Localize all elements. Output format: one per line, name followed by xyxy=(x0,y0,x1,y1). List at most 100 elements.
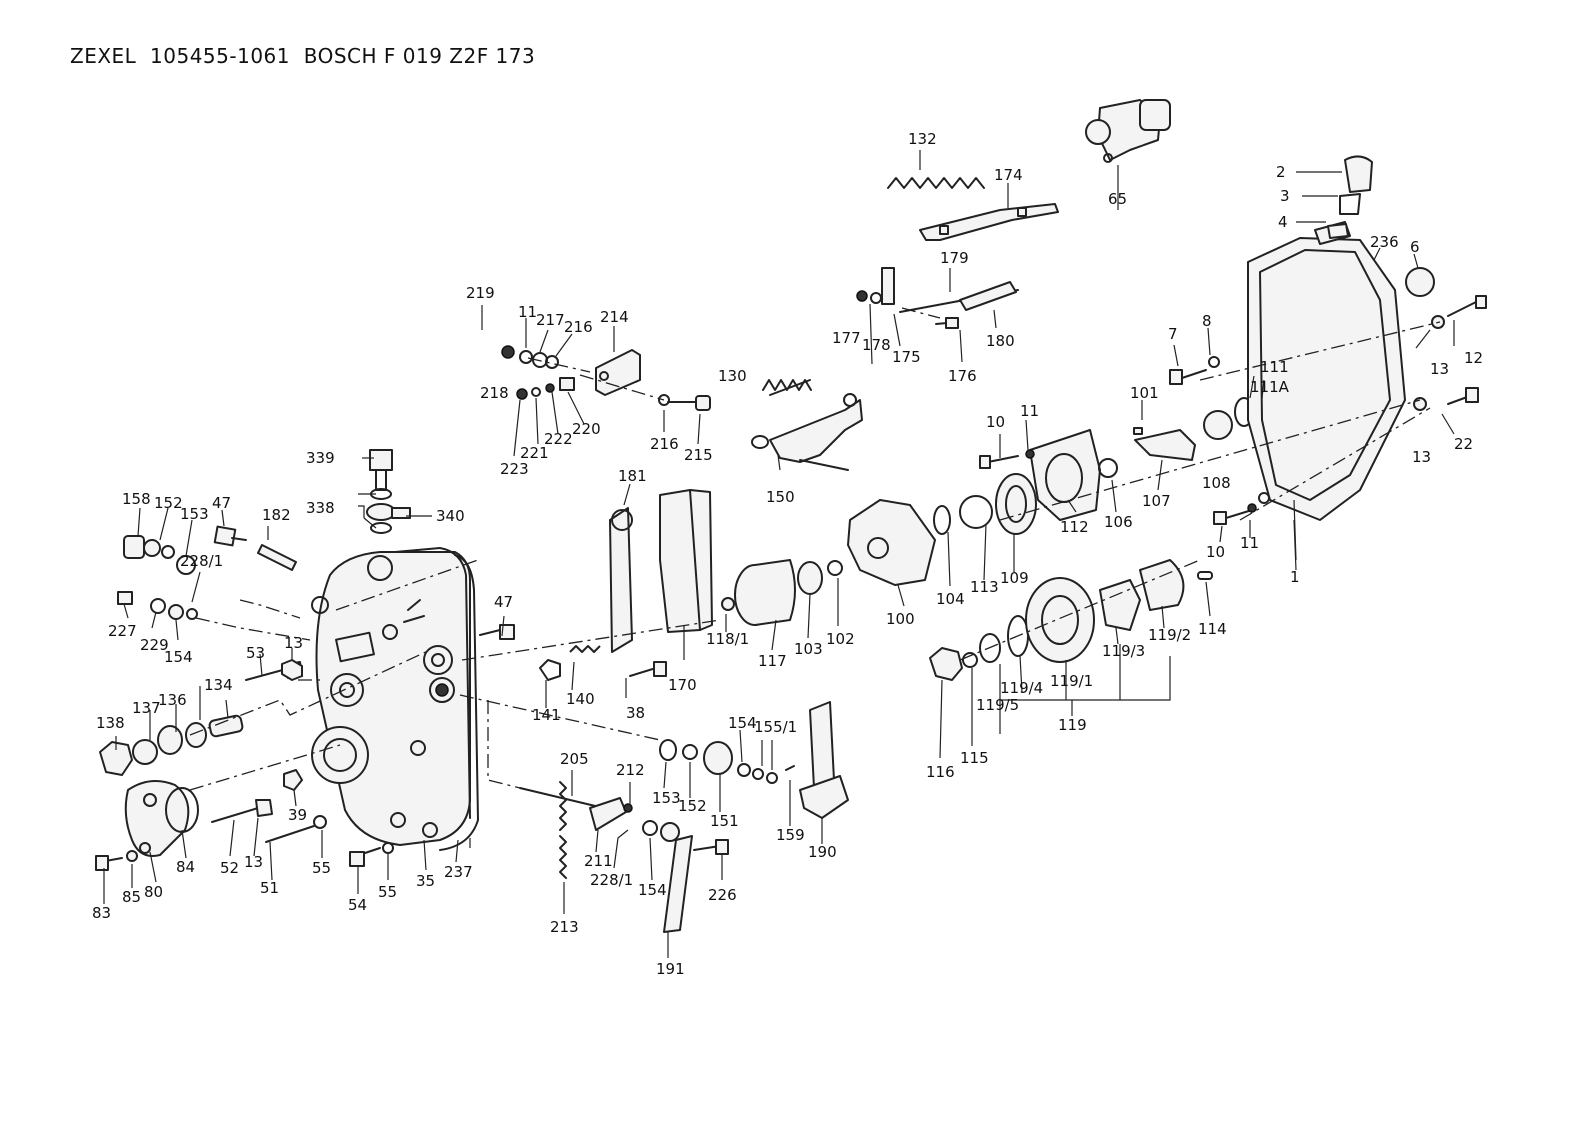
part-label: 154 xyxy=(638,881,667,899)
part-label: 35 xyxy=(416,872,435,890)
part-label: 83 xyxy=(92,904,111,922)
part-label: 228/1 xyxy=(590,871,633,889)
part-label: 119/5 xyxy=(976,696,1019,714)
part-label: 119/3 xyxy=(1102,642,1145,660)
part-label: 54 xyxy=(348,896,367,914)
part-label: 151 xyxy=(710,812,739,830)
part-label: 216 xyxy=(650,435,679,453)
sensor-65 xyxy=(1085,99,1171,163)
part-label: 170 xyxy=(668,676,697,694)
part-label: 138 xyxy=(96,714,125,732)
part-label: 339 xyxy=(306,449,335,467)
part-label: 108 xyxy=(1202,474,1231,492)
banjo-bolt-assembly xyxy=(366,449,411,534)
part-label: 13 xyxy=(1412,448,1431,466)
part-label: 177 xyxy=(832,329,861,347)
part-label: 228/1 xyxy=(180,552,223,570)
part-label: 101 xyxy=(1130,384,1159,402)
part-label: 65 xyxy=(1108,190,1127,208)
part-label: 119/1 xyxy=(1050,672,1093,690)
part-label: 338 xyxy=(306,499,335,517)
part-label: 137 xyxy=(132,699,161,717)
part-label: 116 xyxy=(926,763,955,781)
part-label: 130 xyxy=(718,367,747,385)
part-label: 84 xyxy=(176,858,195,876)
shaft-179-180 xyxy=(856,267,1019,329)
part-label: 218 xyxy=(480,384,509,402)
part-label: 154 xyxy=(164,648,193,666)
part-label: 109 xyxy=(1000,569,1029,587)
part-label: 227 xyxy=(108,622,137,640)
part-label: 190 xyxy=(808,843,837,861)
part-label: 182 xyxy=(262,506,291,524)
part-label: 39 xyxy=(288,806,307,824)
part-label: 13 xyxy=(284,634,303,652)
part-label: 154 xyxy=(728,714,757,732)
part-label: 219 xyxy=(466,284,495,302)
part-label: 52 xyxy=(220,859,239,877)
part-label: 215 xyxy=(684,446,713,464)
flyweight-sleeve-parts xyxy=(539,499,951,681)
part-label: 155/1 xyxy=(754,718,797,736)
part-label: 106 xyxy=(1104,513,1133,531)
part-label: 111A xyxy=(1250,378,1290,396)
part-label: 4 xyxy=(1278,213,1288,231)
front-cover-80 xyxy=(124,780,199,857)
gear-119-assembly xyxy=(929,559,1213,681)
part-label: 150 xyxy=(766,488,795,506)
drive-bearing-assembly xyxy=(959,397,1254,535)
part-label: 47 xyxy=(212,494,231,512)
part-label: 229 xyxy=(140,636,169,654)
part-label: 55 xyxy=(312,859,331,877)
part-label: 226 xyxy=(708,886,737,904)
part-label: 11 xyxy=(1020,402,1039,420)
part-label: 104 xyxy=(936,590,965,608)
part-label: 236 xyxy=(1370,233,1399,251)
part-label: 112 xyxy=(1060,518,1089,536)
part-label: 179 xyxy=(940,249,969,267)
governor-cover-housing xyxy=(311,547,479,851)
part-label: 340 xyxy=(436,507,465,525)
part-label: 113 xyxy=(970,578,999,596)
assembly-lines xyxy=(189,307,1441,791)
part-label: 119 xyxy=(1058,716,1087,734)
part-label: 222 xyxy=(544,430,573,448)
diagram-title: ZEXEL 105455-1061 BOSCH F 019 Z2F 173 xyxy=(70,44,536,68)
part-label: 153 xyxy=(652,789,681,807)
part-label: 38 xyxy=(626,704,645,722)
part-label: 212 xyxy=(616,761,645,779)
pump-housing-1 xyxy=(1169,155,1487,525)
part-label: 119/4 xyxy=(1000,679,1043,697)
part-label: 10 xyxy=(986,413,1005,431)
part-label: 6 xyxy=(1410,238,1420,256)
part-label: 158 xyxy=(122,490,151,508)
part-label: 216 xyxy=(564,318,593,336)
part-label: 12 xyxy=(1464,349,1483,367)
part-label: 22 xyxy=(1454,435,1473,453)
part-label: 136 xyxy=(158,691,187,709)
part-label: 220 xyxy=(572,420,601,438)
part-label: 223 xyxy=(500,460,529,478)
part-label: 80 xyxy=(144,883,163,901)
part-label: 111 xyxy=(1260,358,1289,376)
part-label: 214 xyxy=(600,308,629,326)
part-label: 47 xyxy=(494,593,513,611)
part-label: 205 xyxy=(560,750,589,768)
part-label: 176 xyxy=(948,367,977,385)
part-label: 217 xyxy=(536,311,565,329)
part-label: 51 xyxy=(260,879,279,897)
part-label: 117 xyxy=(758,652,787,670)
part-label: 13 xyxy=(1430,360,1449,378)
part-label: 119/2 xyxy=(1148,626,1191,644)
part-label: 53 xyxy=(246,644,265,662)
part-label: 107 xyxy=(1142,492,1171,510)
part-label: 11 xyxy=(518,303,537,321)
part-label: 55 xyxy=(378,883,397,901)
part-label: 1 xyxy=(1290,568,1300,586)
part-label: 213 xyxy=(550,918,579,936)
bracket-214-assembly xyxy=(501,345,711,411)
part-label: 174 xyxy=(994,166,1023,184)
part-label: 175 xyxy=(892,348,921,366)
part-label: 221 xyxy=(520,444,549,462)
